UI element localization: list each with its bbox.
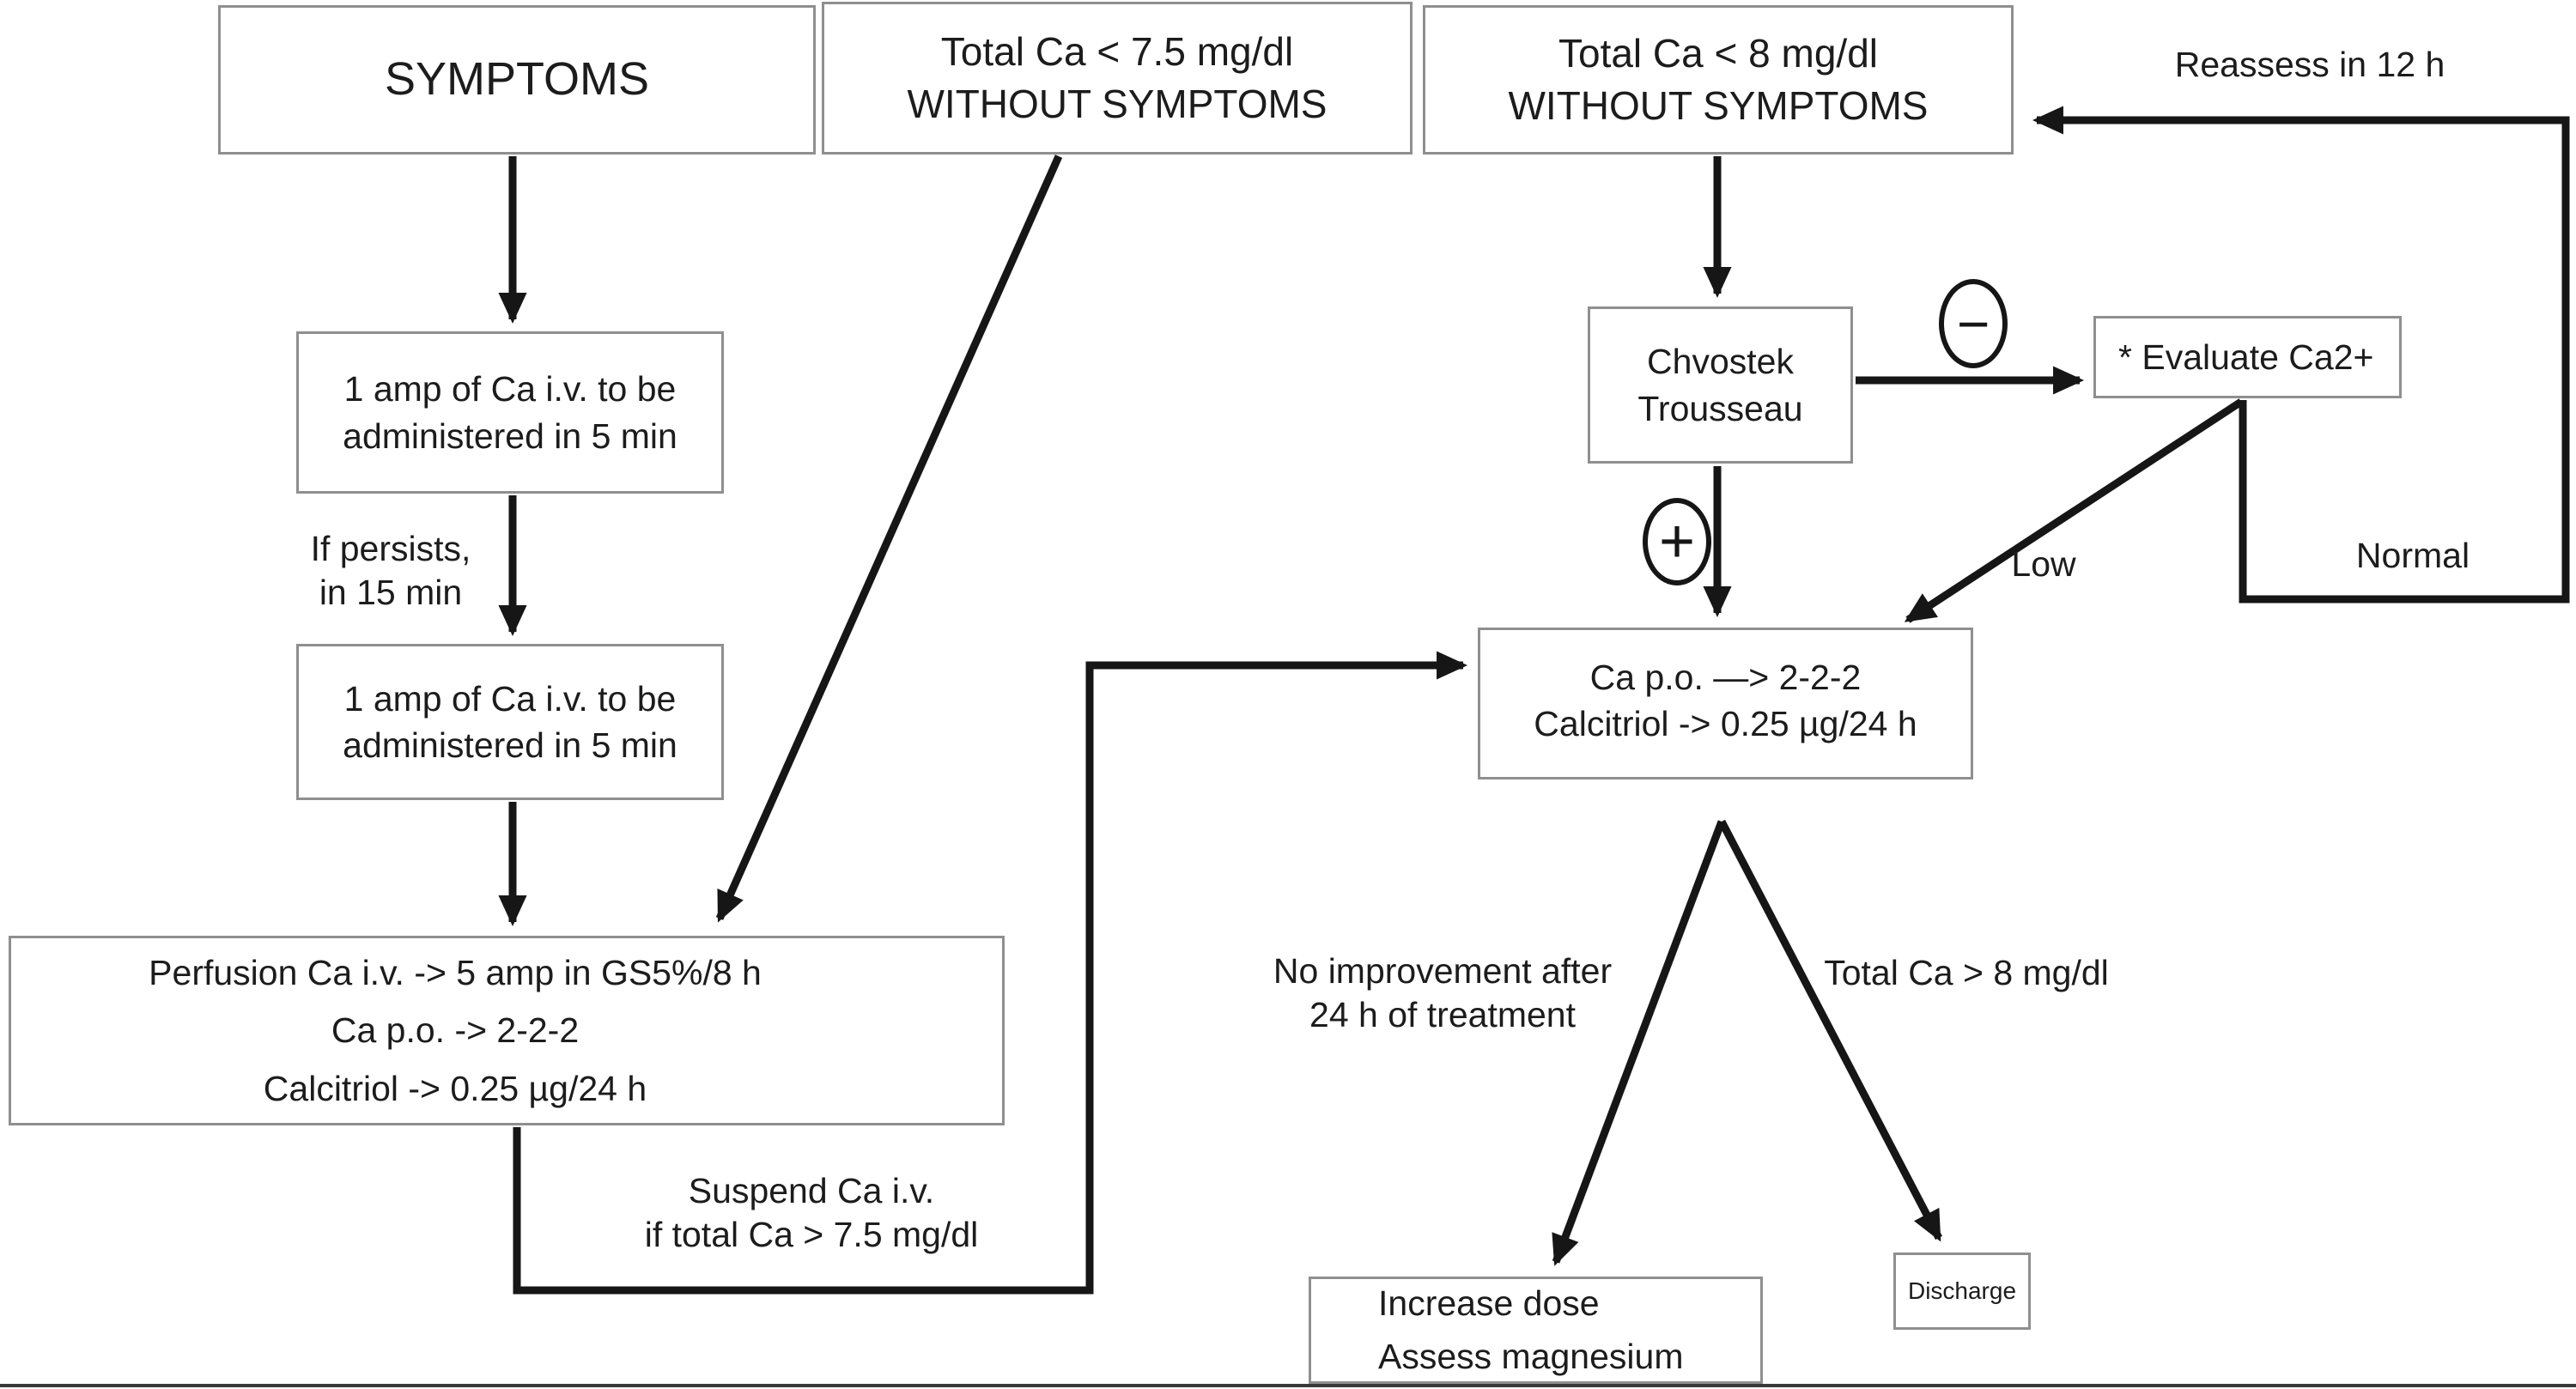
- discharge-label: Discharge: [1907, 1277, 2017, 1304]
- if-persists-label: If persists, in 15 min: [275, 527, 507, 616]
- no-improvement-label: No improvement after 24 h of treatment: [1211, 949, 1674, 1038]
- minus-sign: −: [1956, 292, 1990, 355]
- amp2-line2: administered in 5 min: [343, 725, 677, 765]
- perfusion-line3: Calcitriol -> 0.25 µg/24 h: [263, 1068, 647, 1108]
- evaluate-label: * Evaluate Ca2+: [2118, 337, 2374, 377]
- ca8-line1: Total Ca < 8 mg/dl: [1558, 31, 1879, 76]
- if-persists-line2: in 15 min: [319, 573, 463, 613]
- symptoms-label: SYMPTOMS: [384, 53, 650, 106]
- first-amp-ca-iv-box: 1 amp of Ca i.v. to be administered in 5…: [296, 331, 724, 494]
- ca75-line1: Total Ca < 7.5 mg/dl: [940, 29, 1294, 75]
- increase-dose-box: Increase dose Assess magnesium: [1309, 1277, 1763, 1384]
- reassess-label: Reassess in 12 h: [2174, 45, 2445, 84]
- increase-line2: Assess magnesium: [1378, 1336, 1684, 1376]
- discharge-box: Discharge: [1893, 1253, 2031, 1330]
- amp1-line1: 1 amp of Ca i.v. to be: [343, 369, 677, 409]
- total-ca-gt-8-label: Total Ca > 8 mg/dl: [1824, 953, 2109, 992]
- perfusion-ca-iv-box: Perfusion Ca i.v. -> 5 amp in GS5%/8 h C…: [9, 936, 1005, 1125]
- ca-po-calcitriol-box: Ca p.o. —> 2-2-2 Calcitriol -> 0.25 µg/2…: [1478, 628, 1973, 779]
- evaluate-ca2-box: * Evaluate Ca2+: [2093, 316, 2402, 398]
- negative-result-icon: −: [1939, 279, 2008, 368]
- suspend-ca-iv-label: Suspend Ca i.v. if total Ca > 7.5 mg/dl: [567, 1169, 1056, 1258]
- chvostek-line2: Trousseau: [1637, 388, 1803, 428]
- ca75-line2: WITHOUT SYMPTOMS: [907, 82, 1327, 126]
- total-ca-lt-7-5-box: Total Ca < 7.5 mg/dl WITHOUT SYMPTOMS: [822, 2, 1413, 155]
- second-amp-ca-iv-box: 1 amp of Ca i.v. to be administered in 5…: [296, 644, 724, 800]
- no-improvement-line2: 24 h of treatment: [1309, 995, 1576, 1035]
- increase-line1: Increase dose: [1378, 1283, 1600, 1323]
- amp1-line2: administered in 5 min: [343, 415, 677, 456]
- perfusion-line1: Perfusion Ca i.v. -> 5 amp in GS5%/8 h: [149, 953, 762, 993]
- normal-label: Normal: [2355, 536, 2470, 575]
- suspend-line1: Suspend Ca i.v.: [688, 1171, 935, 1210]
- figure-bottom-rule: [0, 1384, 2576, 1387]
- total-ca-lt-8-box: Total Ca < 8 mg/dl WITHOUT SYMPTOMS: [1423, 5, 2014, 155]
- chvostek-line1: Chvostek: [1647, 342, 1794, 382]
- symptoms-box: SYMPTOMS: [218, 5, 816, 155]
- ca8-line2: WITHOUT SYMPTOMS: [1508, 83, 1929, 128]
- suspend-line2: if total Ca > 7.5 mg/dl: [644, 1215, 979, 1255]
- if-persists-line1: If persists,: [310, 529, 471, 568]
- low-label: Low: [2011, 544, 2076, 584]
- capo-line1: Ca p.o. —> 2-2-2: [1589, 658, 1862, 697]
- capo-line2: Calcitriol -> 0.25 µg/24 h: [1534, 704, 1917, 744]
- chvostek-trousseau-box: Chvostek Trousseau: [1588, 306, 1853, 464]
- plus-sign: +: [1658, 507, 1696, 576]
- positive-result-icon: +: [1643, 498, 1711, 585]
- perfusion-line2: Ca p.o. -> 2-2-2: [331, 1010, 580, 1051]
- no-improvement-line1: No improvement after: [1273, 951, 1613, 991]
- amp2-line1: 1 amp of Ca i.v. to be: [343, 678, 677, 719]
